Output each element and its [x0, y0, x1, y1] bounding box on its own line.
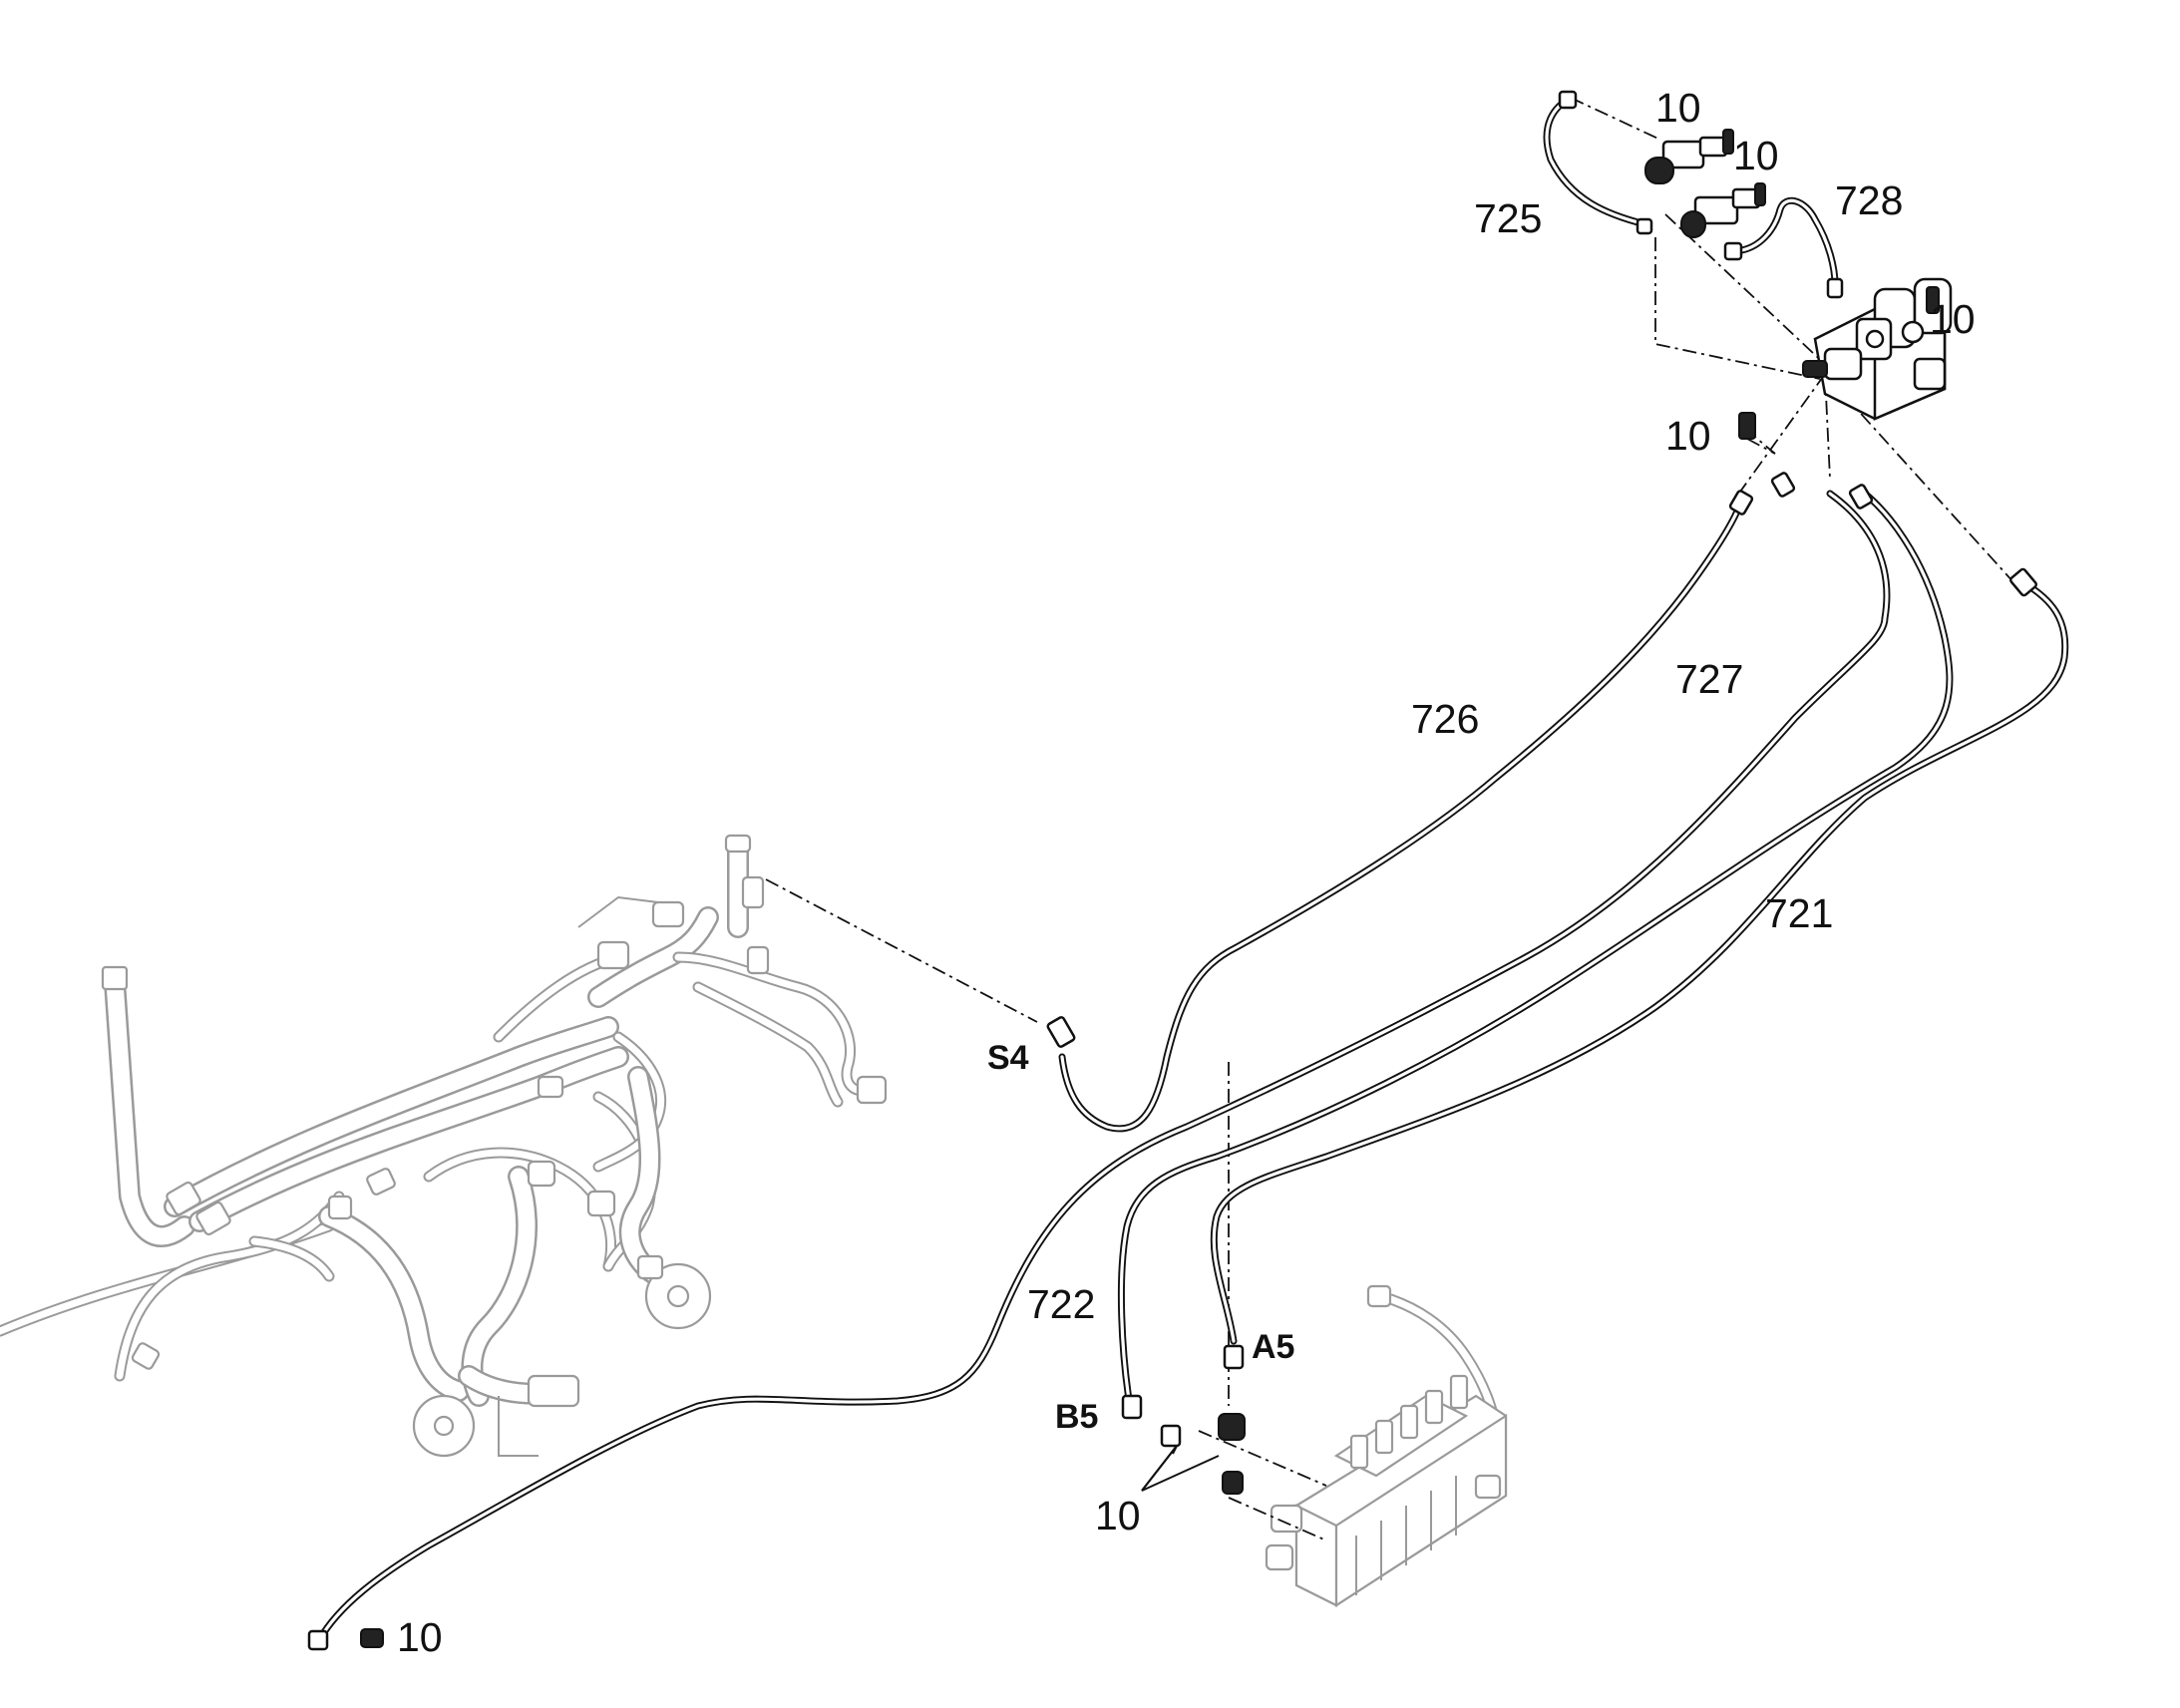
hose-728 — [1731, 196, 1839, 288]
726-top-end — [1728, 490, 1754, 515]
callout-721: 721 — [1765, 890, 1833, 936]
callout-10-top-a: 10 — [1655, 85, 1701, 131]
hose-726 — [1058, 500, 1744, 1133]
solenoid-valve-block — [1802, 277, 1953, 421]
728-end-b — [1826, 277, 1844, 299]
top-elbow-fitting-b — [1680, 182, 1766, 238]
callout-10-block: 10 — [1930, 296, 1976, 342]
ghost-chassis-assembly — [0, 834, 888, 1458]
callout-727: 727 — [1675, 656, 1743, 702]
727-bottom-end — [307, 1629, 329, 1651]
727-top-end — [1770, 472, 1796, 498]
valve-fitting-center — [1218, 1413, 1246, 1441]
hose-722 — [1117, 490, 1954, 1410]
hose-727 — [315, 490, 1891, 1644]
callout-labels: 10 10 725 728 10 10 726 727 721 S4 722 A… — [397, 85, 1976, 1660]
block-adapter-fitting — [1738, 412, 1756, 440]
valve-fitting-lower — [1222, 1471, 1244, 1495]
hose-721 — [1210, 579, 2069, 1345]
callout-10-elbow: 10 — [1665, 413, 1711, 459]
callout-a5: A5 — [1252, 1328, 1294, 1366]
callout-10-top-b: 10 — [1733, 133, 1779, 178]
callout-10-bottom: 10 — [397, 1614, 443, 1660]
s4-hose-end — [1046, 1016, 1076, 1048]
top-component-group — [1644, 129, 1953, 421]
b5-hose-end — [1121, 1394, 1143, 1420]
a5-hose-end — [1223, 1344, 1245, 1370]
hose-ends — [307, 90, 2037, 1651]
callout-leaders — [1141, 1445, 1220, 1492]
725-end-a — [1558, 90, 1578, 110]
728-end-a — [1723, 241, 1743, 261]
callout-10-valve: 10 — [1095, 1493, 1141, 1538]
callout-725: 725 — [1474, 195, 1542, 241]
hoses — [315, 96, 2069, 1644]
hose-725 — [1543, 96, 1649, 228]
callout-728: 728 — [1835, 177, 1903, 223]
725-end-b — [1635, 217, 1653, 235]
valve-fitting-left — [1160, 1424, 1182, 1448]
callout-b5: B5 — [1055, 1398, 1098, 1436]
721-top-end — [2009, 567, 2037, 597]
dash-dot-leaders — [765, 97, 2015, 1541]
callout-s4: S4 — [987, 1039, 1029, 1077]
callout-726: 726 — [1411, 696, 1479, 742]
ghost-control-valve — [1265, 1284, 1508, 1608]
bottom-elbow-fitting — [360, 1628, 384, 1648]
top-elbow-fitting-a — [1644, 129, 1734, 184]
722-top-end — [1848, 484, 1874, 510]
callout-722: 722 — [1027, 1281, 1095, 1327]
